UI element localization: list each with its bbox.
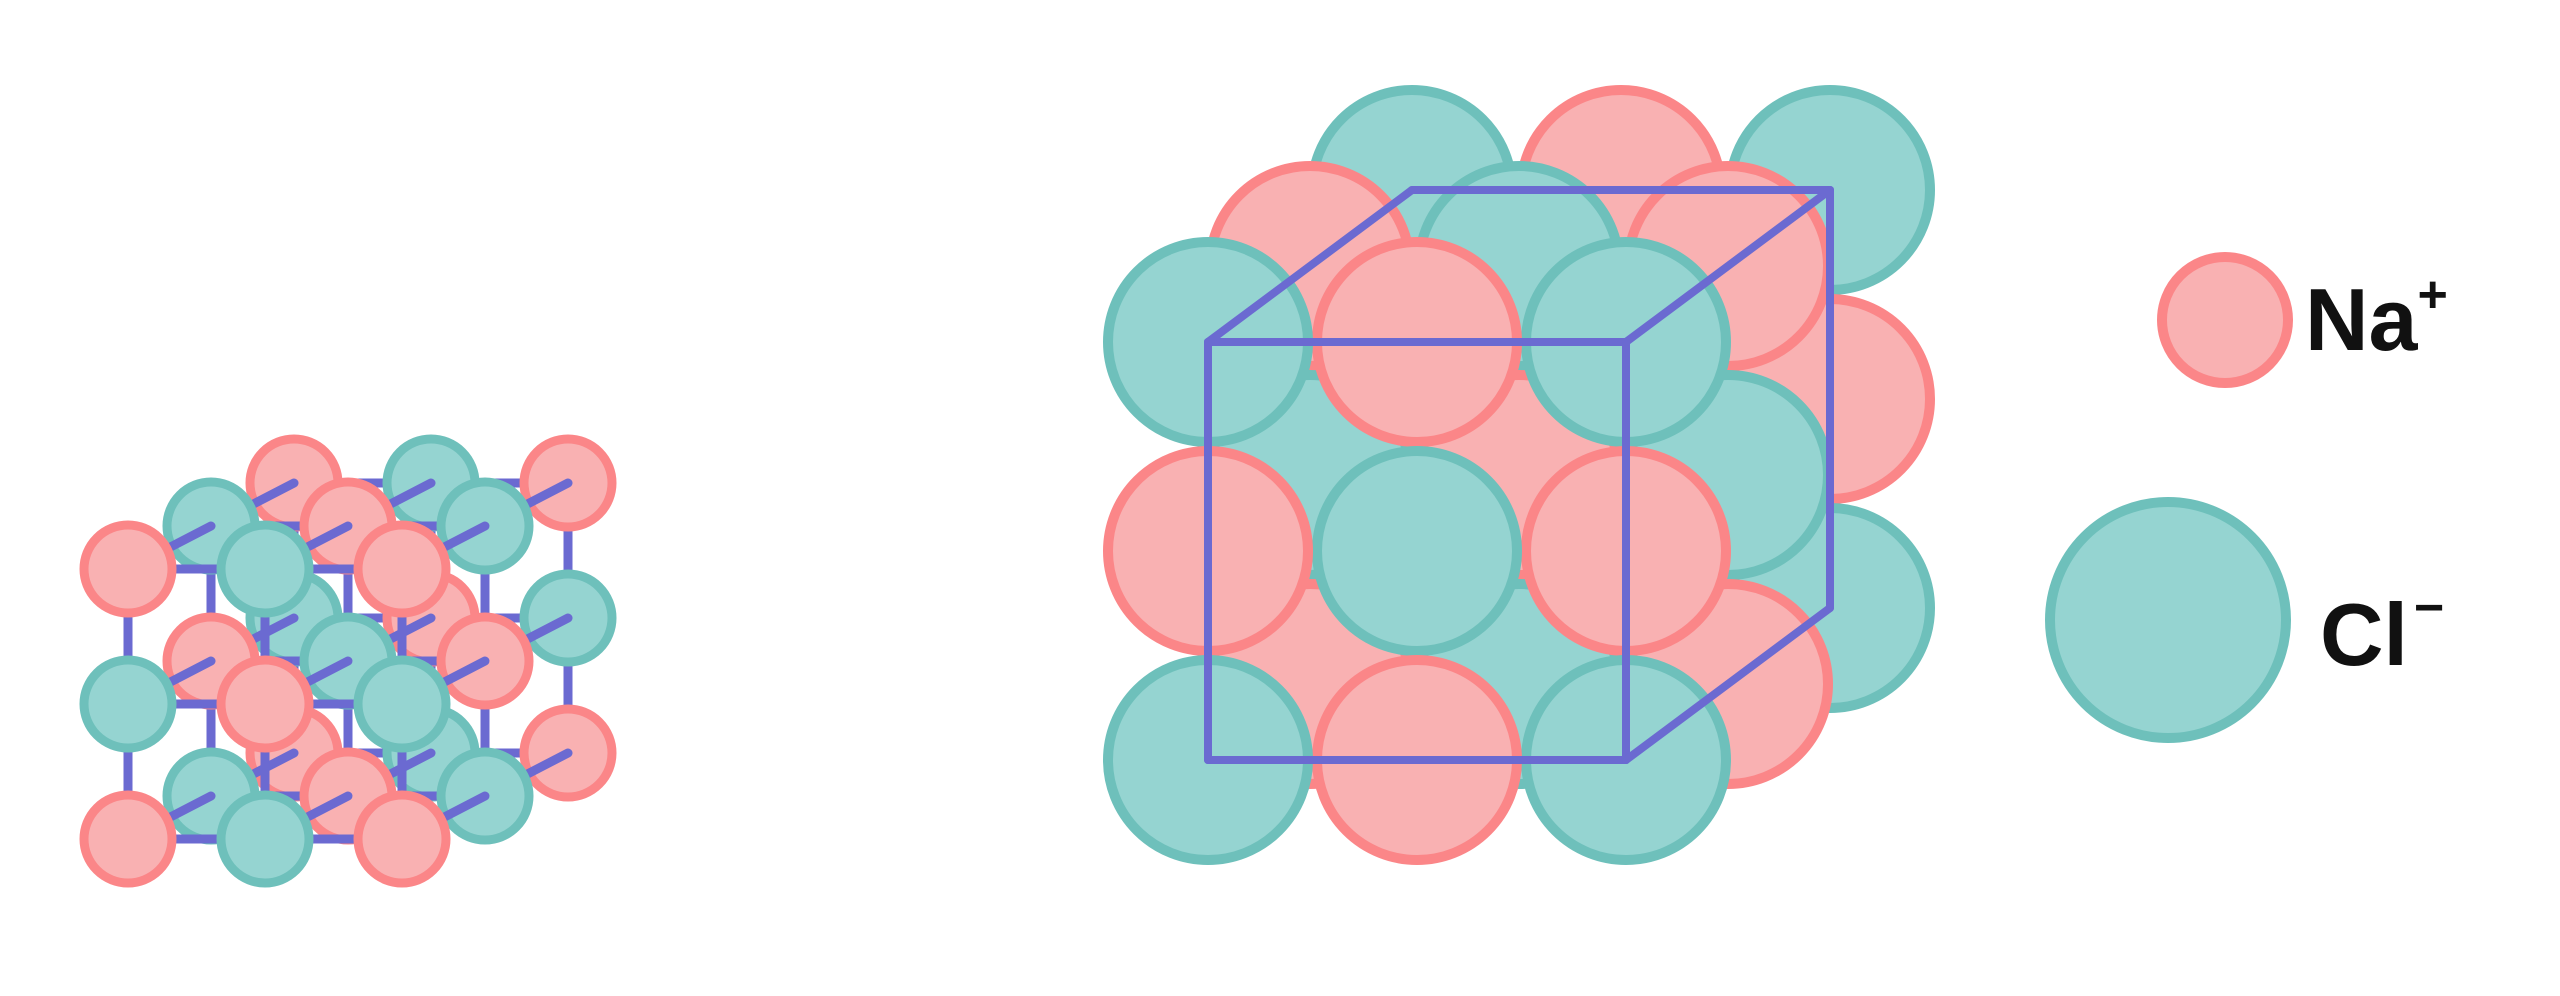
na-ion	[353, 520, 451, 618]
na-ion	[79, 790, 177, 888]
legend: Na+ Cl−	[2045, 252, 2448, 743]
na-ion	[353, 790, 451, 888]
legend-na-label: Na+	[2305, 266, 2448, 369]
cl-ion	[1312, 446, 1522, 656]
ball-and-stick-lattice	[79, 434, 617, 888]
cl-ion	[79, 655, 177, 753]
space-filling-model	[1103, 85, 1935, 865]
cl-ion	[353, 655, 451, 753]
na-ion	[79, 520, 177, 618]
unit-cell-outline	[1204, 186, 1834, 764]
legend-cl-ion	[2045, 497, 2291, 743]
cl-ion	[216, 520, 314, 618]
legend-na: Na+	[2157, 252, 2448, 388]
legend-cl: Cl−	[2045, 497, 2444, 743]
na-ion	[216, 655, 314, 753]
unit-cell-edge	[1204, 186, 1416, 346]
legend-cl-label: Cl−	[2320, 579, 2444, 684]
cl-ion	[216, 790, 314, 888]
unit-cell-edge	[1622, 186, 1834, 346]
legend-na-ion	[2157, 252, 2293, 388]
unit-cell-edge	[1622, 604, 1834, 764]
